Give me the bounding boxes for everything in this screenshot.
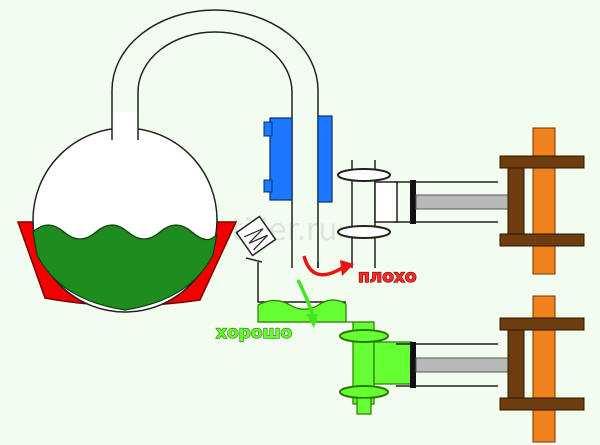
collector-box bbox=[257, 262, 346, 303]
label-good: хорошо bbox=[216, 323, 292, 343]
relief-valve bbox=[235, 215, 277, 257]
boiling-flask bbox=[32, 112, 218, 313]
good-arrow bbox=[296, 279, 318, 328]
condensate bbox=[257, 299, 413, 415]
cooler-jacket bbox=[263, 115, 333, 203]
label-bad: плохо bbox=[358, 267, 417, 287]
vapor-tube-inner bbox=[137, 31, 293, 268]
flask-liquid bbox=[32, 224, 218, 311]
lower-actuator bbox=[396, 295, 585, 443]
upper-actuator bbox=[395, 127, 585, 275]
upper-column bbox=[337, 160, 398, 268]
vapor-tube bbox=[111, 9, 319, 268]
bad-arrow bbox=[302, 255, 354, 277]
